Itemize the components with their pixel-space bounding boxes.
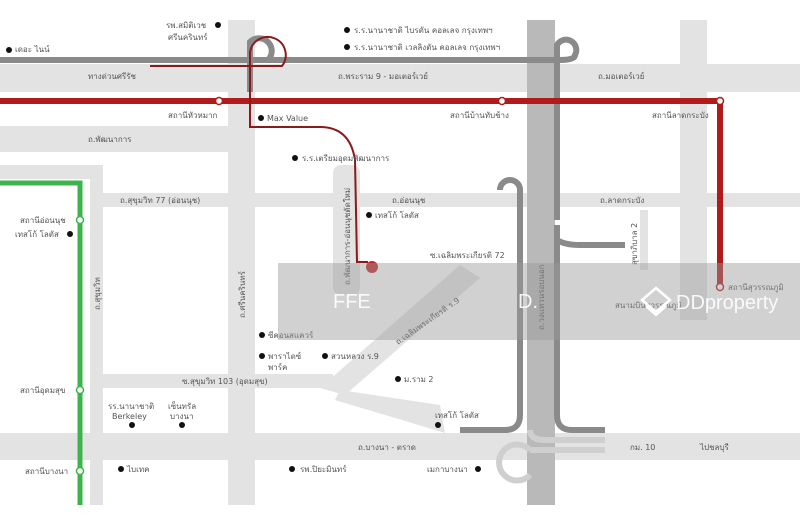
label-on-nut: ถ.อ่อนนุช (392, 196, 426, 205)
roads (0, 20, 800, 505)
label-rama9: ถ.พระราม 9 - มอเตอร์เวย์ (338, 71, 428, 81)
ddproperty-logo-icon (640, 286, 672, 317)
place-suan-luang: สวนหลวง ร.9 (331, 352, 379, 361)
label-km10: กม. 10 (630, 443, 655, 452)
road-phatthanakan-on-nut (333, 165, 360, 295)
label-chaloem-72: ซ.เฉลิมพระเกียรติ 72 (430, 251, 505, 260)
road-chaloem-r9 (320, 265, 480, 395)
watermark-faded-text: FFE (333, 291, 371, 313)
place-the-nine: เดอะ ไนน์ (15, 44, 50, 54)
station-udom-suk: สถานีอุดมสุข (20, 386, 65, 395)
label-phatthanakan: ถ.พัฒนาการ (88, 135, 132, 144)
label-lat-krabang: ถ.ลาดกระบัง (600, 196, 644, 205)
place-bitec: ไบเทค (126, 465, 149, 474)
station-on-nut: สถานีอ่อนนุช (20, 216, 66, 225)
place-wellington: ร.ร.นานาชาติ เวลลิงตัน คอลเลจ กรุงเทพฯ (354, 43, 500, 52)
place-tesco-bangna: เทสโก้ โลตัส (435, 410, 479, 420)
place-berkeley-2: Berkeley (112, 412, 147, 421)
road-sukhumvit103 (103, 374, 333, 388)
place-brighton: ร.ร.นานาชาติ ไบรตัน คอลเลจ กรุงเทพฯ (354, 26, 493, 35)
label-bangna-trad: ถ.บางนา - ตราด (358, 443, 416, 452)
label-sukhaphiban2: สุขาภิบาล 2 (630, 223, 639, 265)
place-ram2: ม.ราม 2 (404, 375, 434, 384)
road-sukhumvit (90, 165, 103, 505)
label-motorway: ถ.มอเตอร์เวย์ (598, 71, 644, 81)
road-sukhaphiban2 (640, 210, 648, 270)
place-triam-udom: ร.ร.เตรียมอุดมพัฒนาการ (302, 154, 390, 163)
station-markers (214, 96, 725, 292)
label-sukhumvit: ถ.สุขุมวิท (93, 277, 102, 310)
label-to-chonburi: ไปชลบุรี (699, 443, 730, 452)
station-hua-mak: สถานีหัวหมาก (168, 111, 217, 120)
station-suvarnabhumi: สถานีสุวรรณภูมิ (728, 283, 784, 293)
poi-dots (6, 22, 481, 472)
label-sukhumvit103: ซ.สุขุมวิท 103 (อุดมสุข) (182, 377, 268, 386)
place-tesco-on-nut-road: เทสโก้ โลตัส (375, 210, 419, 220)
project-marker[interactable] (366, 261, 378, 273)
place-mega-bangna: เมกาบางนา (427, 465, 468, 474)
expressway (0, 35, 625, 433)
label-srinakarin: ถ.ศรีนครินทร์ (237, 270, 247, 318)
route-line (150, 36, 368, 263)
station-lat-krabang: สถานีลาดกระบัง (652, 111, 709, 120)
watermark-faded-text-2: D. (518, 291, 538, 313)
watermark-band (278, 263, 800, 340)
place-paradise-2: พาร์ค (268, 362, 287, 372)
road-rama9 (0, 64, 800, 92)
green-line (0, 180, 83, 505)
label-sirat-expressway: ทางด่วนศรีรัช (88, 72, 137, 81)
road-bangna-trad (0, 433, 800, 460)
label-sukhumvit77: ถ.สุขุมวิท 77 (อ่อนนุช) (120, 196, 200, 205)
place-seacon: ซีคอนสแควร์ (268, 330, 314, 340)
place-paradise-1: พาราไดซ์ (268, 351, 302, 361)
label-outer-ring: ถ.วงแหวนรอบนอก (537, 264, 546, 330)
place-max-value: Max Value (267, 114, 308, 123)
road-branch (335, 390, 445, 433)
road-right-vertical (680, 20, 707, 320)
place-central-1: เซ็นทรัล (168, 401, 196, 411)
watermark-brand: DDproperty (676, 292, 778, 314)
road-top-left (0, 165, 103, 179)
road-phatthanakan (0, 126, 228, 152)
place-tesco-on-nut: เทสโก้ โลตัส (15, 229, 59, 239)
place-samitivej-1: รพ.สมิติเวช (166, 21, 207, 30)
place-berkeley-1: รร.นานาชาติ (108, 402, 154, 411)
label-phatthanakan-on-nut: ถ.พัฒนาการ-อ่อนนุชตัดใหม่ (343, 188, 352, 285)
place-piyamin: รพ.ปิยะมินทร์ (300, 464, 347, 474)
station-ban-thap-chang: สถานีบ้านทับช้าง (450, 111, 509, 120)
place-samitivej-2: ศรีนครินทร์ (168, 32, 208, 42)
place-central-2: บางนา (170, 412, 193, 421)
road-on-nut (103, 193, 800, 207)
station-bang-na: สถานีบางนา (25, 467, 68, 476)
